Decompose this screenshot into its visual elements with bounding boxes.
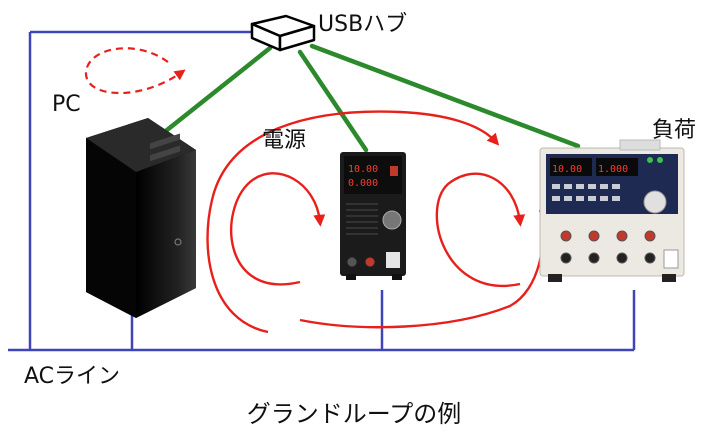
load-display-right: 1.000 bbox=[598, 164, 628, 175]
psu-inner-loop-arrow bbox=[230, 172, 326, 286]
usb-cables bbox=[159, 43, 581, 153]
pc-label: PC bbox=[52, 92, 81, 117]
psu-display-upper: 10.00 bbox=[348, 164, 378, 175]
ac-line-label: ACライン bbox=[24, 364, 121, 389]
load-inner-loop-arrow bbox=[435, 172, 526, 288]
dashed-loop-arrow bbox=[84, 47, 186, 95]
large-loop-arrow bbox=[206, 110, 500, 334]
lower-loop-arc bbox=[299, 209, 545, 329]
electronic-load-icon: 10.00 1.000 bbox=[539, 139, 685, 282]
load-label: 負荷 bbox=[652, 118, 697, 143]
usb-hub-icon bbox=[250, 14, 316, 52]
power-supply-icon: 10.00 0.000 bbox=[340, 152, 406, 280]
pc-tower-icon bbox=[86, 118, 196, 318]
load-display-left: 10.00 bbox=[552, 164, 582, 175]
usb-cable-pc bbox=[159, 45, 273, 137]
usb-cable-load bbox=[309, 43, 581, 149]
psu-display-lower: 0.000 bbox=[348, 178, 378, 189]
power-supply-label: 電源 bbox=[262, 128, 307, 153]
figure-caption: グランドループの例 bbox=[246, 400, 462, 428]
usb-cable-psu bbox=[297, 49, 369, 153]
usb-hub-label: USBハブ bbox=[318, 12, 408, 37]
